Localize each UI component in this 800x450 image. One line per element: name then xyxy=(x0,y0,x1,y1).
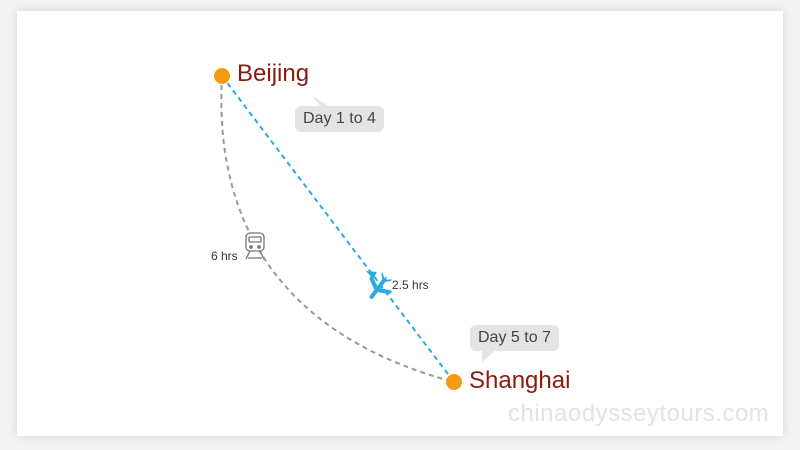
shanghai-bubble-tail xyxy=(482,350,496,362)
watermark: chinaodysseytours.com xyxy=(508,400,770,427)
train-duration: 6 hrs xyxy=(211,249,238,263)
map-card xyxy=(17,11,783,436)
flight-duration: 2.5 hrs xyxy=(392,278,429,292)
city-label-shanghai: Shanghai xyxy=(469,367,571,394)
airplane-icon xyxy=(369,272,393,299)
flight-arrow-icon xyxy=(366,271,377,279)
train-route-line xyxy=(220,75,455,383)
beijing-bubble-tail xyxy=(312,96,332,108)
beijing-dot xyxy=(214,68,230,84)
city-label-beijing: Beijing xyxy=(237,60,310,87)
train-icon xyxy=(245,232,265,260)
stay-bubble-beijing: Day 1 to 4 xyxy=(295,106,384,132)
shanghai-dot xyxy=(446,374,462,390)
flight-route-line xyxy=(221,75,455,383)
stay-bubble-shanghai: Day 5 to 7 xyxy=(470,325,559,351)
